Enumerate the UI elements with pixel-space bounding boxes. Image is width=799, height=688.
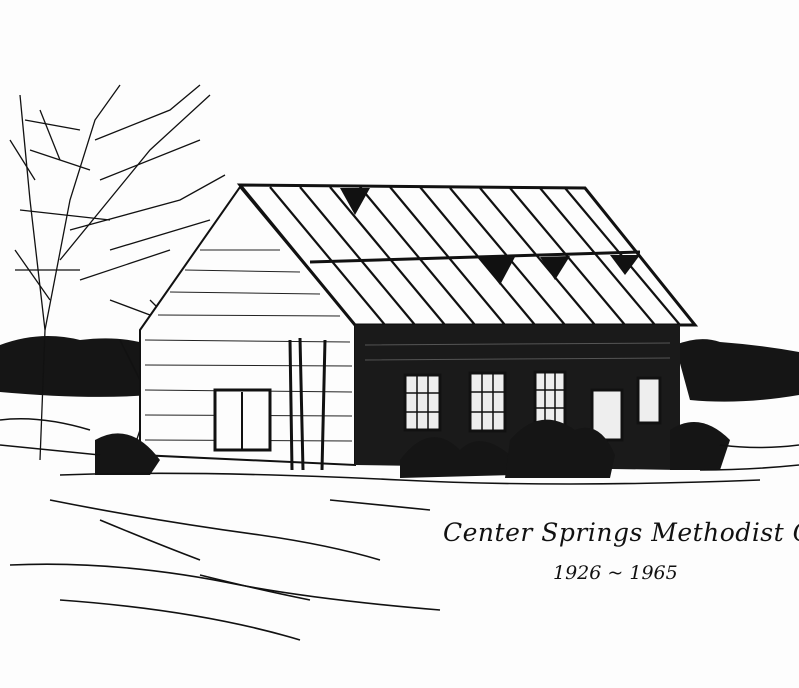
background-treeline [0, 336, 799, 402]
roof [236, 183, 699, 327]
ground-lines [0, 417, 799, 641]
window [403, 373, 442, 432]
window [468, 371, 507, 433]
window [636, 376, 662, 425]
posts [288, 337, 327, 471]
gable-end-wall [139, 185, 356, 471]
dates-caption: 1926 ~ 1965 [553, 562, 678, 584]
windows [403, 370, 662, 442]
window [533, 370, 567, 429]
church-name-caption: Center Springs Methodist Church [443, 518, 799, 547]
side-door [590, 388, 624, 442]
shrubs [95, 419, 730, 478]
